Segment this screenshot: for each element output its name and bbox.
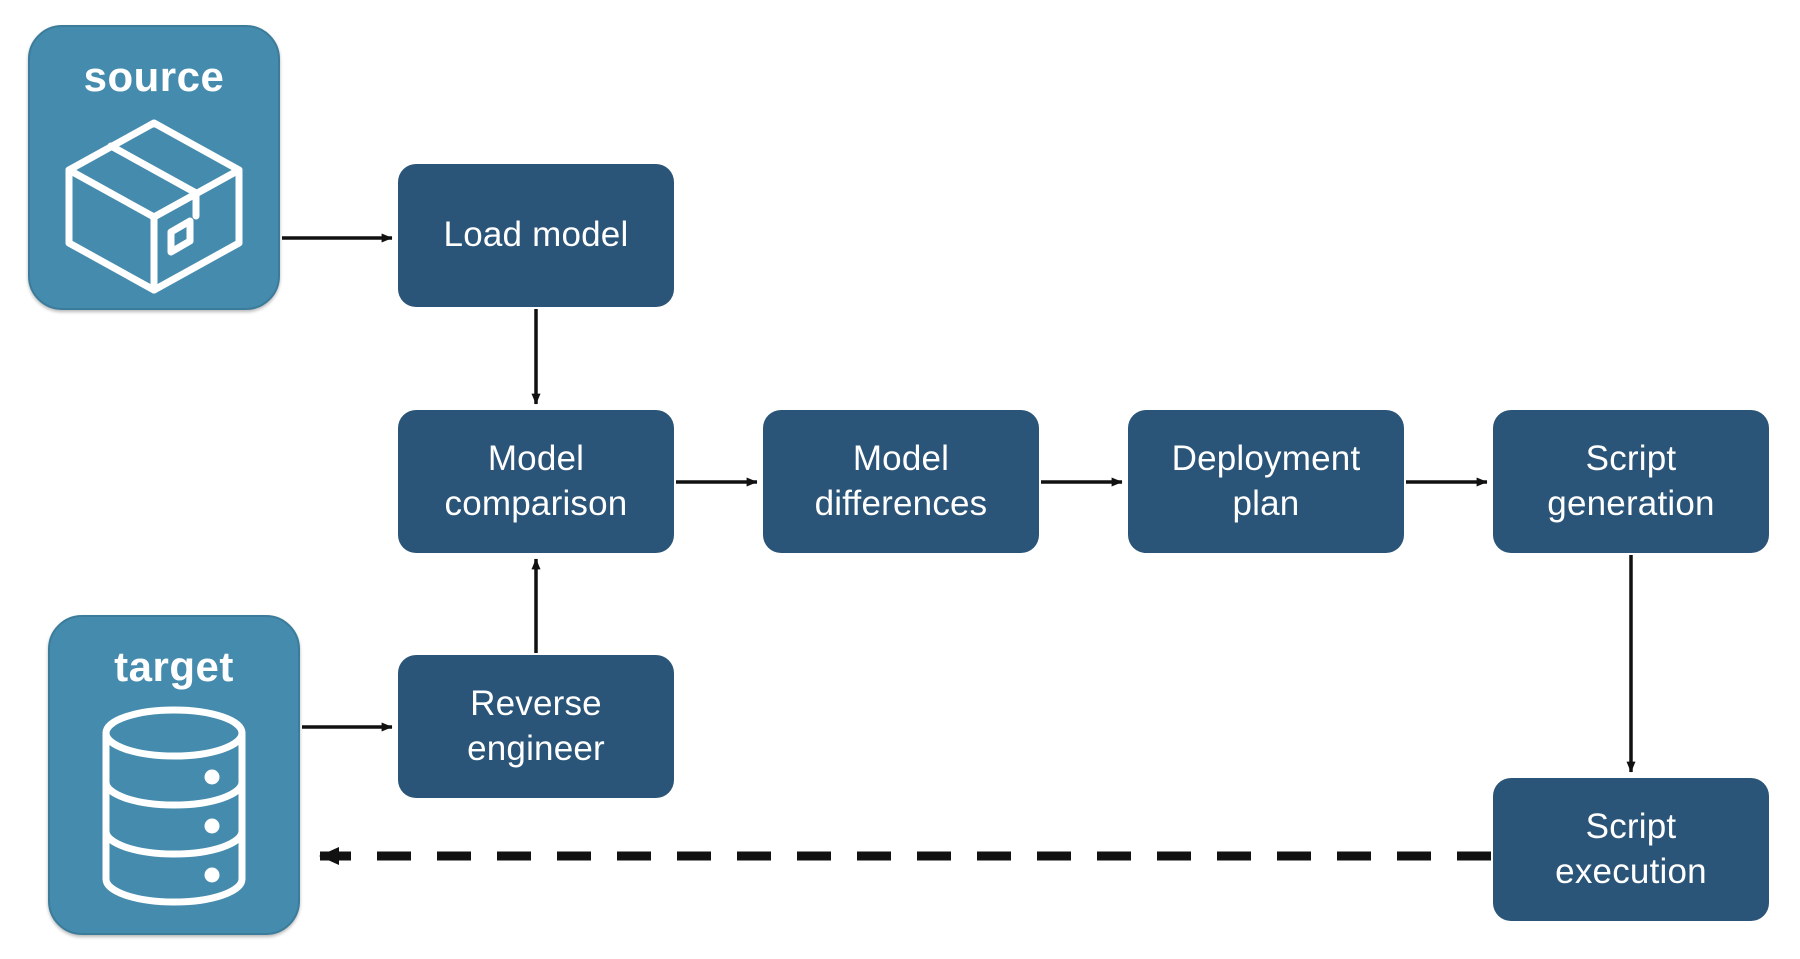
node-deployment-plan[interactable]: Deployment plan [1128, 410, 1404, 553]
package-box-icon [59, 113, 249, 303]
node-script-generation[interactable]: Script generation [1493, 410, 1769, 553]
node-source[interactable]: source [28, 25, 280, 310]
database-cylinder-icon [94, 703, 254, 914]
node-load-model[interactable]: Load model [398, 164, 674, 307]
node-script-execution[interactable]: Script execution [1493, 778, 1769, 921]
node-model-comparison[interactable]: Model comparison [398, 410, 674, 553]
node-model-differences[interactable]: Model differences [763, 410, 1039, 553]
node-target[interactable]: target [48, 615, 300, 935]
node-target-label: target [114, 643, 234, 690]
node-reverse-engineer[interactable]: Reverse engineer [398, 655, 674, 798]
node-source-label: source [83, 53, 225, 100]
